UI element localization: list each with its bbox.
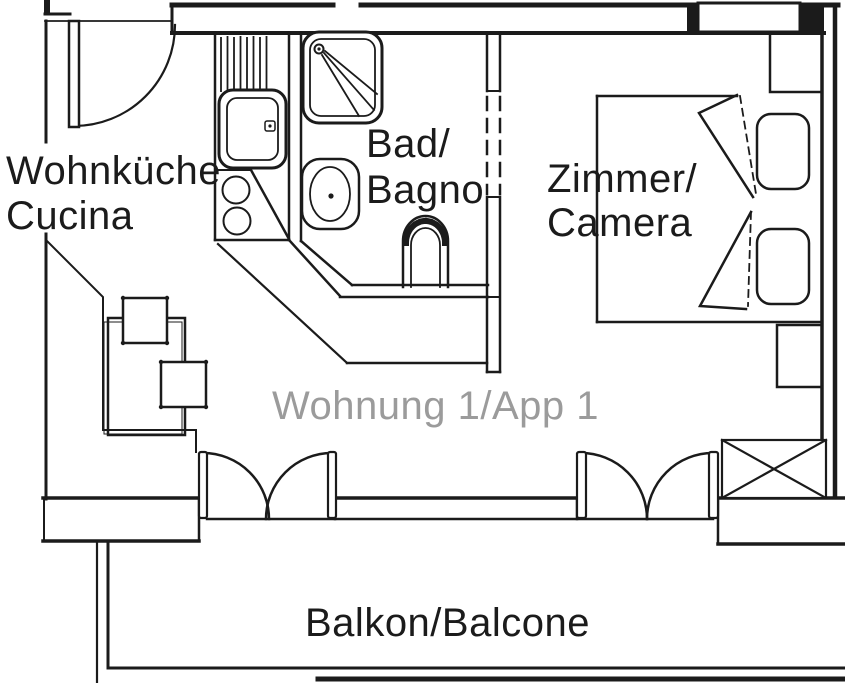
label-balcony: Balkon/Balcone [305, 601, 590, 645]
label-apartment: Wohnung 1/App 1 [272, 384, 599, 428]
nightstand [775, 323, 824, 389]
bathroom-walls [287, 31, 502, 374]
bedroom-window [687, 1, 824, 34]
french-door-left [197, 450, 338, 521]
room-labels: Wohnküche Cucina Bad/ Bagno Zimmer/ Came… [6, 122, 698, 645]
bottom-wall [41, 496, 845, 546]
drainer-hatch [220, 36, 268, 94]
chair [158, 359, 209, 410]
toilet [401, 214, 450, 289]
label-bedroom-de: Zimmer/ [547, 157, 698, 201]
shower [301, 30, 384, 125]
shaft-x-box [720, 438, 828, 500]
chair [120, 295, 170, 346]
kitchen-sink [217, 88, 288, 170]
entrance-door [67, 19, 177, 129]
label-kitchen-it: Cucina [6, 194, 134, 238]
pillow [755, 227, 811, 306]
washbasin [300, 157, 361, 231]
label-kitchen-de: Wohnküche [6, 149, 221, 193]
wardrobe [768, 31, 824, 94]
double-bed [595, 93, 824, 324]
kitchen-counter [213, 31, 291, 242]
duvet-fold [697, 93, 758, 199]
label-bath-de: Bad/ [366, 122, 451, 166]
desk-area [45, 239, 209, 453]
label-bedroom-it: Camera [547, 201, 693, 245]
duvet-fold [697, 210, 753, 311]
cooktop-burners [214, 168, 291, 241]
living-area-boundary [216, 242, 489, 365]
french-door-right [575, 450, 720, 521]
label-bath-it: Bagno [366, 168, 484, 212]
wall-stub [44, 0, 50, 15]
balcony-slab [95, 539, 845, 683]
pillow [755, 112, 811, 191]
